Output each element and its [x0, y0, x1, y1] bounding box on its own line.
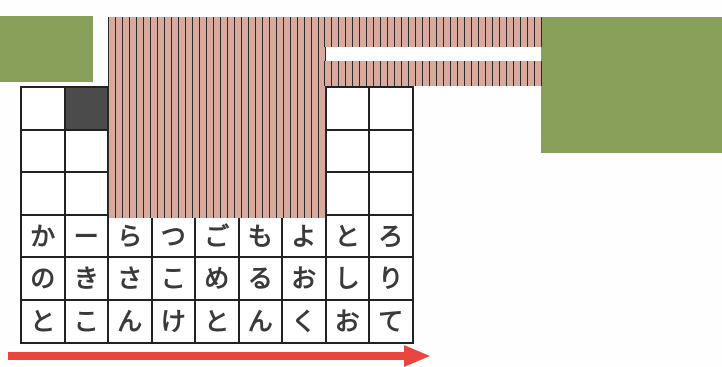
grid-cell-r4-c8: と: [326, 215, 370, 259]
striped-bar-upper: [324, 17, 542, 47]
grid-cell-r4-c7: よ: [283, 215, 327, 259]
grid-cell-r4-c2: ー: [65, 215, 109, 259]
grid-cell-r3-c1: [22, 173, 66, 216]
grid-cell-r4-c1: か: [22, 215, 66, 259]
grid-cell-r6-c3: ん: [109, 300, 153, 344]
direction-arrow-shaft: [8, 352, 406, 360]
grid-cell-r1-c9: [370, 88, 414, 131]
grid-cell-r5-c7: お: [283, 258, 327, 301]
grid-cell-r6-c5: と: [196, 300, 240, 344]
grid-cell-r2-c8: [326, 130, 370, 174]
grid-cell-r5-c8: し: [326, 258, 370, 301]
direction-arrow-head-icon: [404, 345, 430, 367]
grid-cell-r5-c1: の: [22, 258, 66, 301]
grid-cell-r4-c4: つ: [152, 215, 196, 259]
grid-cell-r2-c1: [22, 130, 66, 174]
grid-cell-r5-c3: さ: [109, 258, 153, 301]
green-block-right: [541, 17, 722, 153]
grid-cell-r6-c4: け: [152, 300, 196, 344]
striped-bar-lower: [324, 61, 542, 86]
grid-cell-r6-c8: お: [326, 300, 370, 344]
grid-cell-r1-c8: [326, 88, 370, 131]
grid-cell-r6-c7: く: [283, 300, 327, 344]
striped-block-main: [108, 17, 326, 218]
grid-cell-r5-c5: め: [196, 258, 240, 301]
grid-cell-r2-c9: [370, 130, 414, 174]
grid-cell-r2-c2: [65, 130, 109, 174]
grid-cell-r6-c6: ん: [239, 300, 283, 344]
grid-cell-r4-c9: ろ: [370, 215, 414, 259]
grid-cell-r5-c2: き: [65, 258, 109, 301]
grid-cell-r3-c2: [65, 173, 109, 216]
green-block-top-left: [0, 16, 93, 82]
grid-cell-r5-c6: る: [239, 258, 283, 301]
grid-cell-r3-c8: [326, 173, 370, 216]
grid-cell-r5-c9: り: [370, 258, 414, 301]
grid-cell-r6-c1: と: [22, 300, 66, 344]
grid-cell-r1-c1: [22, 88, 66, 131]
grid-cell-r4-c5: ご: [196, 215, 240, 259]
grid-cell-r6-c9: て: [370, 300, 414, 344]
grid-cell-r4-c6: も: [239, 215, 283, 259]
grid-cell-r5-c4: こ: [152, 258, 196, 301]
grid-cell-r6-c2: こ: [65, 300, 109, 344]
grid-cell-r4-c3: ら: [109, 215, 153, 259]
grid-cell-r3-c9: [370, 173, 414, 216]
grid-cell-r1-c2: ■: [65, 88, 109, 131]
